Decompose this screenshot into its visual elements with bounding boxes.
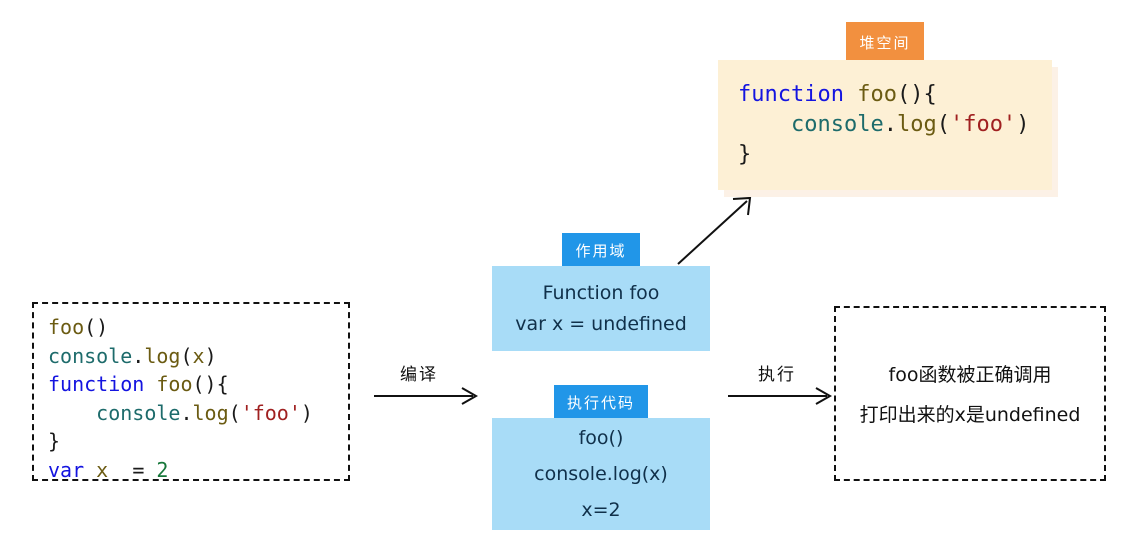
heap-box: function foo(){ console.log('foo') } xyxy=(718,60,1052,190)
source-code-text: foo() console.log(x) function foo(){ con… xyxy=(48,315,313,482)
result-line-0: foo函数被正确调用 xyxy=(888,364,1052,386)
heap-code-text: function foo(){ console.log('foo') } xyxy=(738,82,1030,167)
scope-line-1: var x = undefined xyxy=(515,313,687,335)
scope-line-0: Function foo xyxy=(542,282,660,304)
result-line-1: 打印出来的x是undefined xyxy=(859,404,1081,426)
compile-arrow-icon xyxy=(374,387,479,405)
scope-box: Function foo var x = undefined xyxy=(492,266,710,351)
execution-code-tag: 执行代码 xyxy=(554,385,648,419)
execution-code-box: foo() console.log(x) x=2 xyxy=(492,418,710,530)
execute-arrow-icon xyxy=(728,387,833,405)
execution-code-line-2: x=2 xyxy=(581,499,621,521)
scope-to-heap-arrow-icon xyxy=(677,196,752,265)
execution-code-line-0: foo() xyxy=(578,427,624,449)
result-box: foo函数被正确调用 打印出来的x是undefined xyxy=(834,306,1106,481)
execute-arrow-label: 执行 xyxy=(758,365,796,385)
heap-tag: 堆空间 xyxy=(846,22,924,62)
compile-arrow-label: 编译 xyxy=(400,365,438,385)
source-code-box: foo() console.log(x) function foo(){ con… xyxy=(32,302,350,482)
execution-code-line-1: console.log(x) xyxy=(534,463,668,485)
scope-tag: 作用域 xyxy=(562,233,640,267)
